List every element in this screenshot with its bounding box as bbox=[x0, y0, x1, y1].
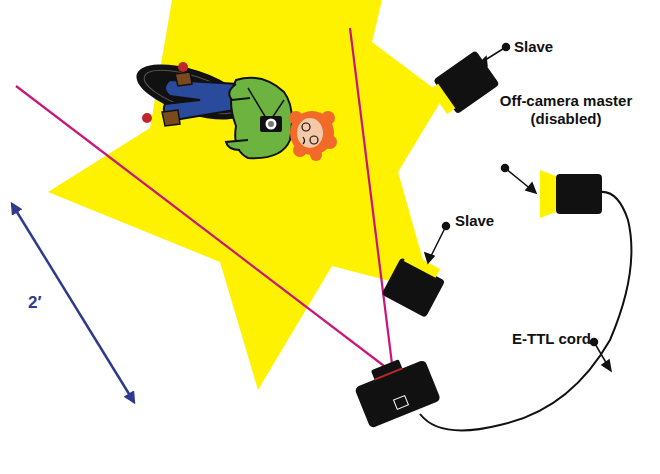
person-figure bbox=[162, 110, 180, 126]
slave-flash bbox=[381, 257, 445, 318]
flash-label: Slave bbox=[514, 38, 553, 56]
person-figure bbox=[303, 137, 305, 144]
person-figure bbox=[321, 111, 335, 125]
person-figure bbox=[229, 84, 250, 100]
camera-body bbox=[375, 368, 403, 379]
leader-line bbox=[478, 57, 487, 66]
slave-flash bbox=[426, 50, 499, 119]
cord-label: E-TTL cord bbox=[512, 330, 591, 348]
light-star bbox=[48, 0, 444, 390]
camera-body bbox=[394, 396, 409, 410]
skateboard bbox=[142, 113, 152, 123]
camera-body bbox=[350, 350, 441, 429]
person-figure bbox=[302, 123, 310, 131]
master-flash bbox=[540, 170, 602, 218]
leader-line bbox=[502, 165, 509, 172]
dimension-arrow bbox=[12, 204, 134, 402]
dimension-label: 2′ bbox=[28, 294, 42, 312]
master-flash bbox=[556, 174, 602, 214]
person-figure bbox=[310, 149, 322, 161]
person-figure bbox=[260, 116, 282, 132]
person-figure bbox=[248, 88, 266, 118]
leader-line bbox=[425, 253, 434, 263]
leader-line bbox=[443, 223, 450, 230]
person-figure bbox=[323, 135, 337, 149]
person-figure bbox=[272, 100, 284, 118]
person-figure bbox=[266, 119, 277, 130]
slave-flash bbox=[430, 84, 455, 114]
camera-body bbox=[354, 359, 441, 428]
leader-line bbox=[430, 226, 446, 258]
slave-flash bbox=[404, 252, 440, 278]
leader-line bbox=[503, 44, 510, 51]
person-figure bbox=[226, 140, 248, 150]
person-figure bbox=[175, 72, 192, 86]
view-lines bbox=[16, 28, 392, 372]
skateboard bbox=[178, 62, 188, 72]
light-star bbox=[48, 0, 444, 390]
leader-line bbox=[602, 360, 611, 371]
slave-flash bbox=[381, 250, 449, 318]
flash-label: Slave bbox=[455, 212, 494, 230]
e-ttl-cord bbox=[420, 192, 631, 431]
person-figure bbox=[162, 72, 337, 161]
camera-body bbox=[371, 359, 404, 383]
leader-line bbox=[526, 183, 536, 193]
master-flash bbox=[540, 170, 556, 218]
e-ttl-cord bbox=[420, 192, 631, 431]
flash-label: Off-camera master (disabled) bbox=[491, 92, 641, 128]
person-figure bbox=[297, 118, 323, 148]
person-figure bbox=[310, 136, 318, 144]
leader-line bbox=[591, 339, 598, 346]
dimension-arrow bbox=[12, 204, 134, 402]
person-figure bbox=[268, 121, 274, 127]
view-lines bbox=[350, 28, 392, 364]
view-lines bbox=[16, 86, 392, 372]
